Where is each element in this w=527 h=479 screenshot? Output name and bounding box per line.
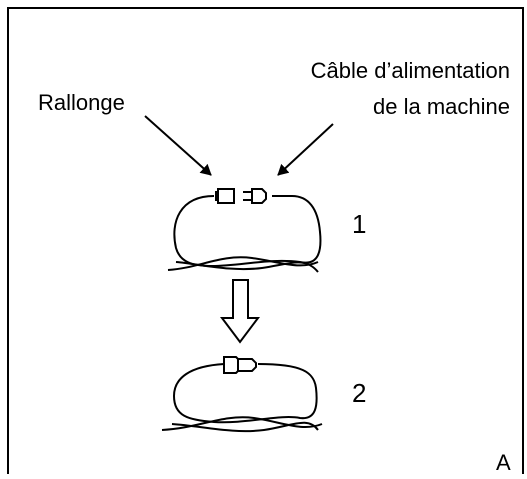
- machine-cable-label-line1: Câble d’alimentation: [311, 58, 510, 83]
- machine-plug-icon: [243, 188, 267, 204]
- machine-cable-pointer-arrow: [277, 123, 334, 176]
- step1-cable-loop: [167, 195, 322, 273]
- machine-cable-label-line2: de la machine: [373, 94, 510, 119]
- step2-number: 2: [352, 378, 366, 408]
- corner-letter: A: [496, 450, 511, 474]
- extension-pointer-arrow: [144, 115, 212, 176]
- extension-socket-icon: [217, 188, 235, 204]
- extension-label: Rallonge: [38, 90, 125, 115]
- step1-number: 1: [352, 209, 366, 239]
- step2-cable-loop: [161, 363, 323, 433]
- down-arrow-icon: [220, 279, 260, 344]
- connected-plug-icon: [223, 356, 257, 374]
